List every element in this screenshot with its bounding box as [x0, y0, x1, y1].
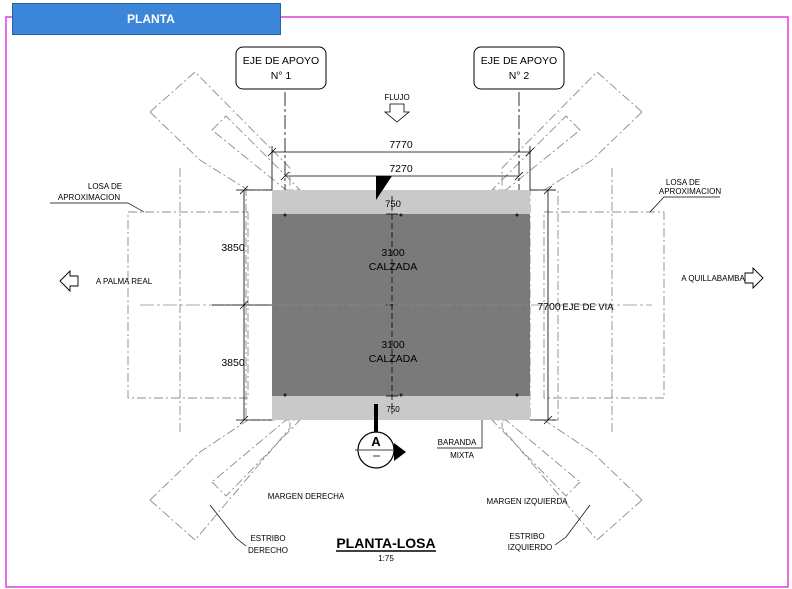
approach-slab-right-label: LOSA DE APROXIMACION	[649, 178, 721, 213]
flow-marker-top	[376, 176, 392, 200]
drawing-title: PLANTA-LOSA	[336, 535, 435, 551]
direction-right: A QUILLABAMBA	[681, 266, 764, 290]
approach-slab-left-label: LOSA DE APROXIMACION	[50, 182, 145, 213]
dimension-total-width	[530, 185, 556, 425]
tab-planta[interactable]: PLANTA	[12, 3, 281, 35]
drawing-scale: 1:75	[378, 554, 394, 563]
lane-bottom-value: 3100	[381, 339, 405, 351]
svg-text:EJE DE APOYO: EJE DE APOYO	[243, 55, 319, 67]
span-length-value: 7270	[389, 163, 413, 175]
lane-top-value: 3100	[381, 247, 405, 259]
section-marker-a: A	[355, 431, 406, 469]
svg-text:APROXIMACION: APROXIMACION	[659, 187, 721, 196]
railing-label: BARANDA MIXTA	[437, 420, 483, 460]
sidewalk-top	[272, 190, 530, 214]
dimension-half-width-left	[212, 185, 272, 425]
abutment-left-label: ESTRIBO IZQUIERDO	[508, 504, 591, 552]
page-border	[5, 16, 789, 588]
sidewalk-bottom	[272, 396, 530, 420]
svg-text:LOSA DE: LOSA DE	[666, 178, 700, 187]
svg-text:MIXTA: MIXTA	[450, 451, 475, 460]
svg-text:LOSA DE: LOSA DE	[88, 182, 122, 191]
svg-text:EJE DE APOYO: EJE DE APOYO	[481, 55, 557, 67]
lane-bottom-label: CALZADA	[369, 353, 417, 365]
svg-text:N° 2: N° 2	[509, 70, 530, 82]
svg-text:A PALMA REAL: A PALMA REAL	[96, 277, 153, 286]
svg-text:N° 1: N° 1	[271, 70, 292, 82]
abutment-right-label: ESTRIBO DERECHO	[209, 504, 288, 555]
svg-text:BARANDA: BARANDA	[438, 438, 477, 447]
deck-anchor-points	[283, 213, 519, 397]
margin-left-bank-label: MARGEN IZQUIERDA	[487, 497, 569, 506]
dimension-span-length	[280, 171, 524, 181]
svg-text:ESTRIBO: ESTRIBO	[509, 532, 544, 541]
svg-text:DERECHO: DERECHO	[248, 546, 288, 555]
flow-indicator: FLUJO	[383, 93, 411, 123]
dimension-total-length	[267, 146, 535, 190]
road-axis-label: EJE DE VIA	[562, 302, 614, 313]
svg-text:A: A	[371, 434, 381, 449]
svg-text:ESTRIBO: ESTRIBO	[250, 534, 285, 543]
half-width-top-value: 3850	[221, 242, 245, 254]
half-width-bottom-value: 3850	[221, 357, 245, 369]
direction-left: A PALMA REAL	[59, 269, 153, 293]
margin-right-bank-label: MARGEN DERECHA	[268, 492, 345, 501]
total-length-value: 7770	[389, 139, 413, 151]
support-axes	[284, 92, 520, 190]
svg-text:IZQUIERDO: IZQUIERDO	[508, 543, 552, 552]
section-cut-bottom	[374, 404, 378, 432]
svg-text:APROXIMACION: APROXIMACION	[58, 193, 120, 202]
sidewalk-bottom-value: 750	[386, 405, 400, 414]
svg-text:FLUJO: FLUJO	[384, 93, 409, 102]
support-label-right: EJE DE APOYO N° 2	[473, 46, 565, 90]
sidewalk-top-value: 750	[385, 199, 401, 210]
total-width-value: 7700	[537, 301, 561, 313]
svg-text:A QUILLABAMBA: A QUILLABAMBA	[681, 274, 745, 283]
drawing-title-block: PLANTA-LOSA 1:75	[336, 535, 436, 563]
lane-top-label: CALZADA	[369, 261, 417, 273]
support-label-left: EJE DE APOYO N° 1	[235, 46, 327, 90]
